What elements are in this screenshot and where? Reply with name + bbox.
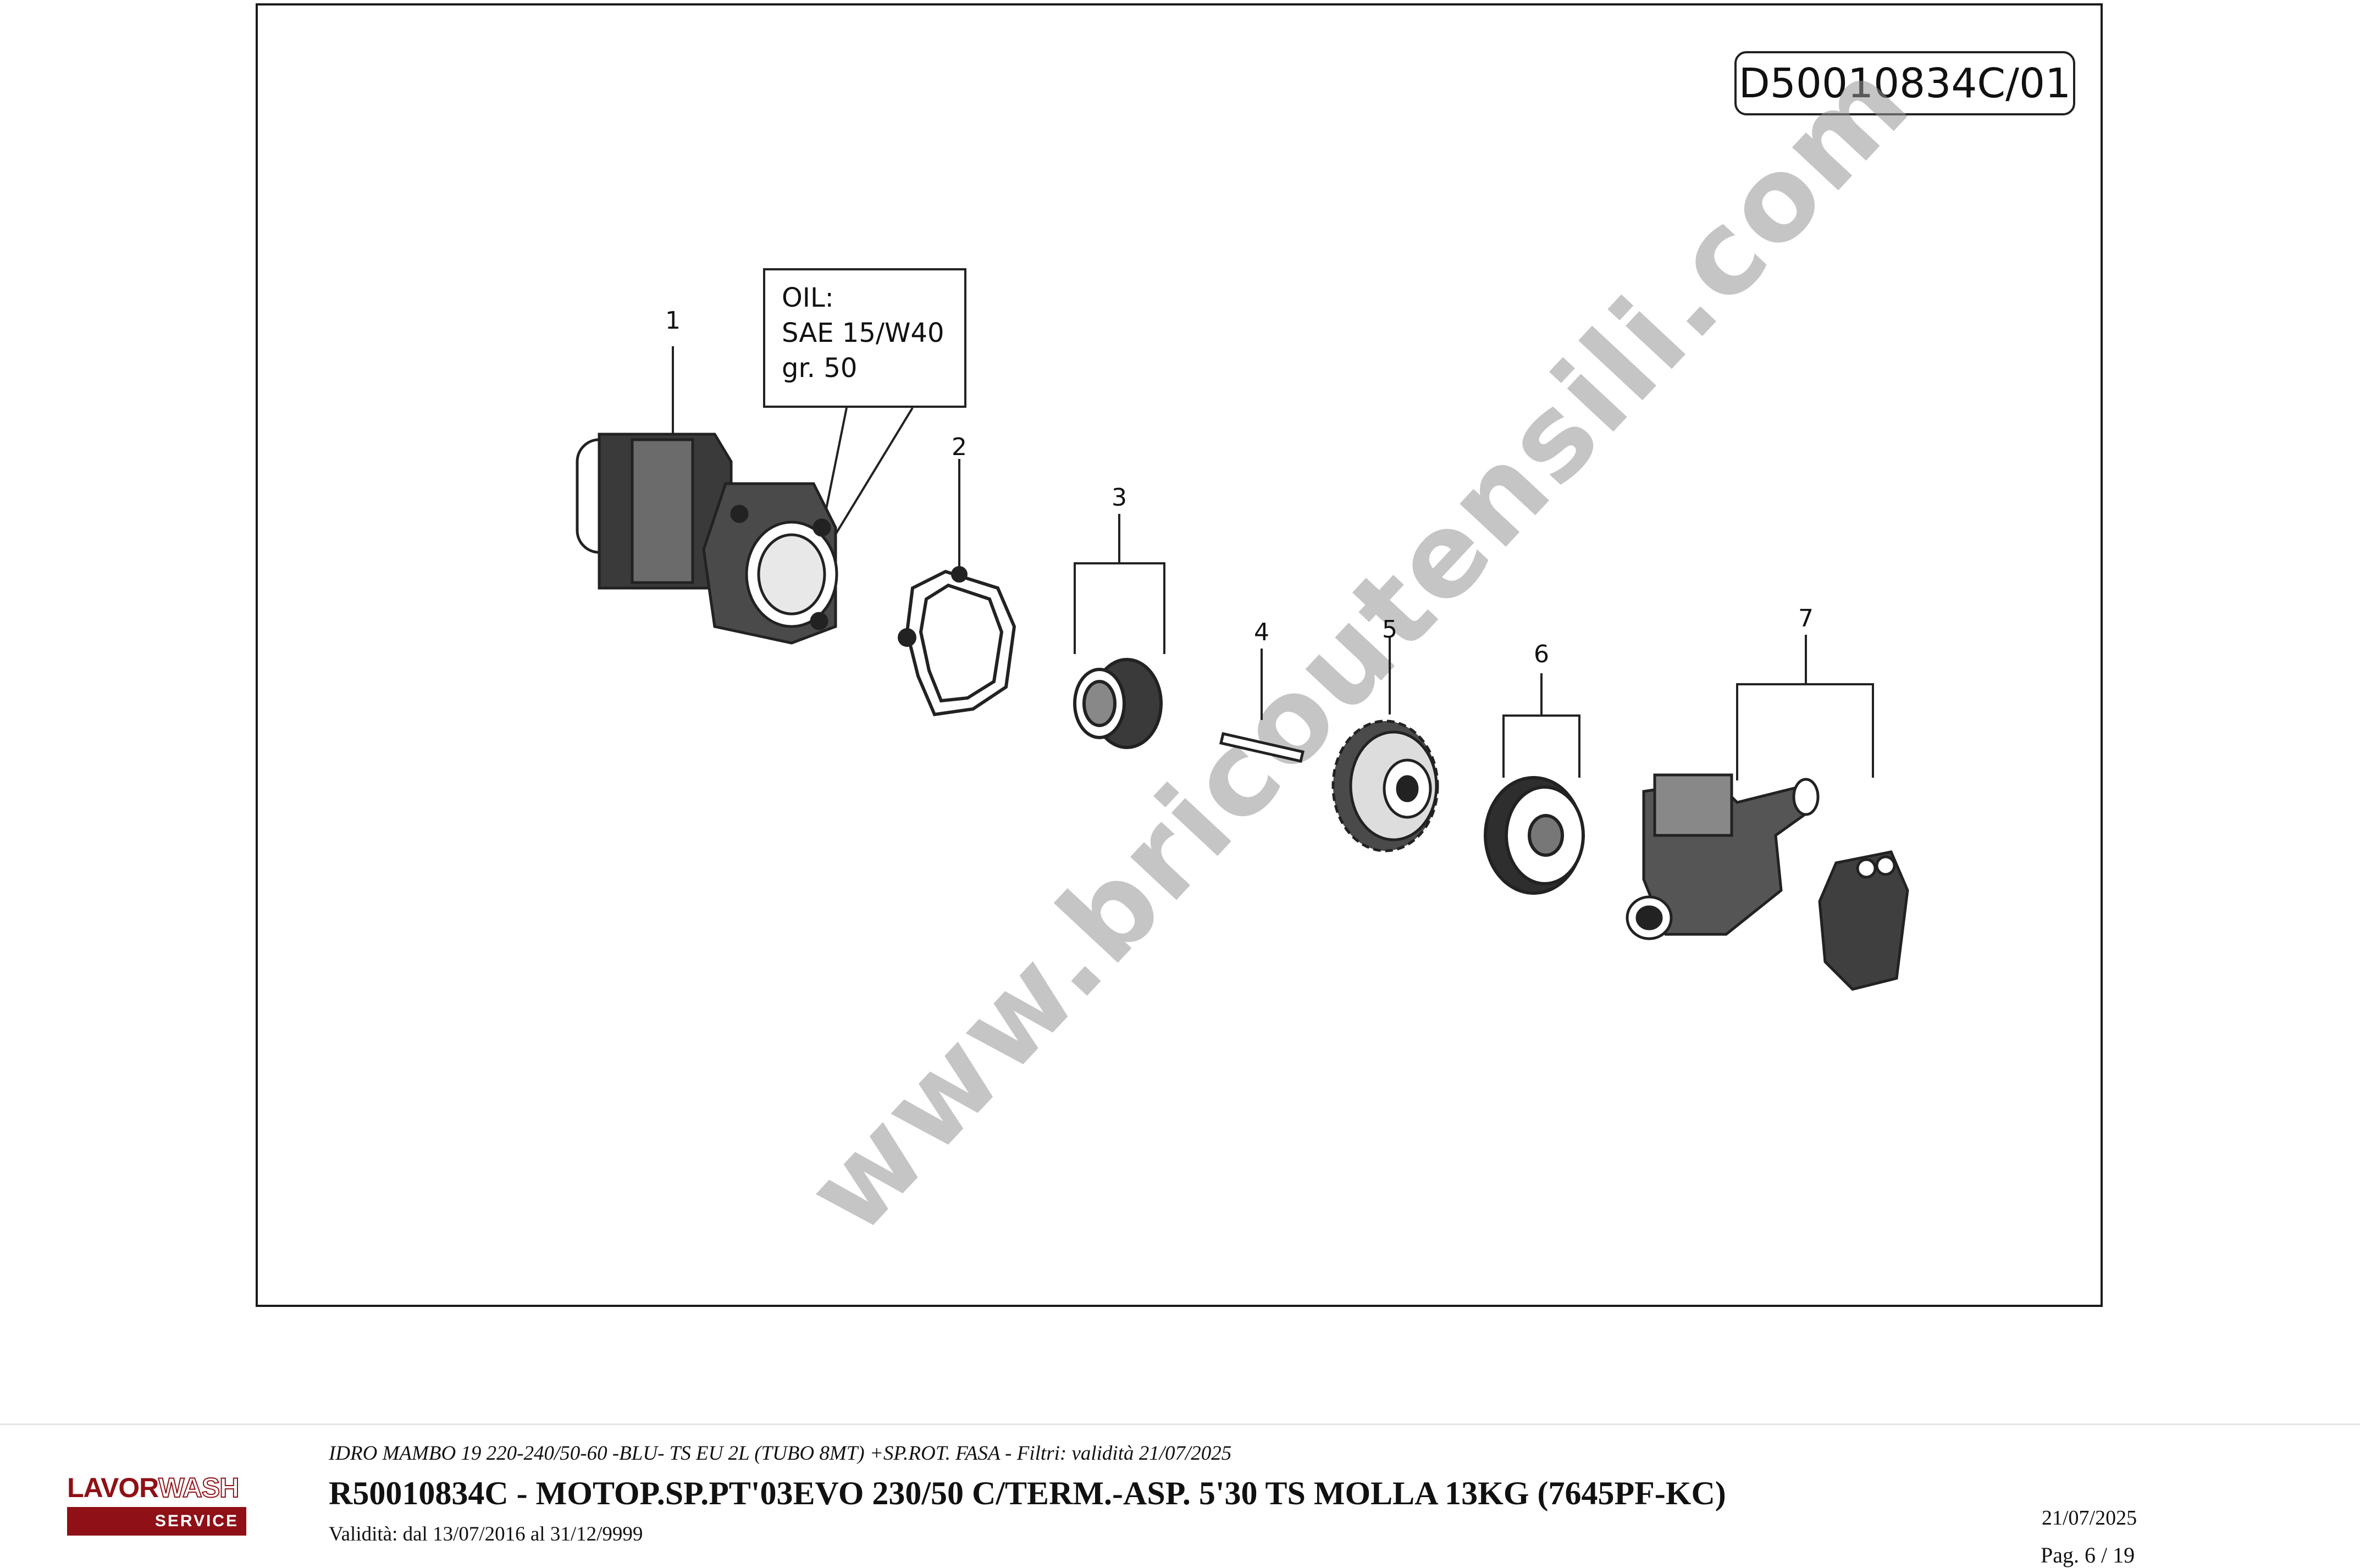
logo-word-a: LAVOR [67, 1472, 159, 1503]
callout-2: 2 [952, 433, 967, 461]
lavorwash-logo: LAVOR WASH SERVICE [67, 1472, 246, 1540]
bracket-3 [1074, 562, 1165, 654]
document-id-label: D50010834C/01 [1734, 51, 2075, 115]
footer-page-number: Pag. 6 / 19 [2041, 1543, 2135, 1567]
pump-head-part [1626, 773, 1909, 991]
oil-note-line1: OIL: [782, 282, 834, 313]
oil-note-line2: SAE 15/W40 [782, 318, 944, 348]
footer-part-title: R50010834C - MOTOP.SP.PT'03EVO 230/50 C/… [329, 1475, 1726, 1511]
oil-spec-note: OIL: SAE 15/W40 gr. 50 [763, 268, 966, 408]
callout-3: 3 [1112, 484, 1127, 512]
bearing-part [1484, 776, 1585, 895]
footer-divider [0, 1423, 2360, 1425]
oil-pointer-b [823, 407, 914, 553]
callout-1: 1 [665, 307, 681, 335]
callout-6: 6 [1534, 640, 1549, 668]
bracket-7 [1736, 683, 1874, 780]
oil-note-line3: gr. 50 [782, 353, 858, 384]
bracket-6 [1502, 714, 1580, 778]
gasket-part [898, 566, 1016, 717]
seal-part [1073, 658, 1163, 749]
drawing-frame [256, 3, 2103, 1307]
footer-model-line: IDRO MAMBO 19 220-240/50-60 -BLU- TS EU … [329, 1442, 1232, 1465]
logo-word-b: WASH [158, 1472, 240, 1504]
gear-part [1331, 719, 1439, 852]
callout-5: 5 [1382, 616, 1397, 644]
motor-housing-part [576, 433, 838, 645]
callout-4: 4 [1254, 618, 1269, 646]
footer-date: 21/07/2025 [2042, 1506, 2137, 1530]
footer-validity: Validità: dal 13/07/2016 al 31/12/9999 [329, 1523, 643, 1545]
logo-band: SERVICE [67, 1507, 246, 1536]
callout-7: 7 [1798, 605, 1814, 633]
pin-part [1219, 732, 1305, 763]
